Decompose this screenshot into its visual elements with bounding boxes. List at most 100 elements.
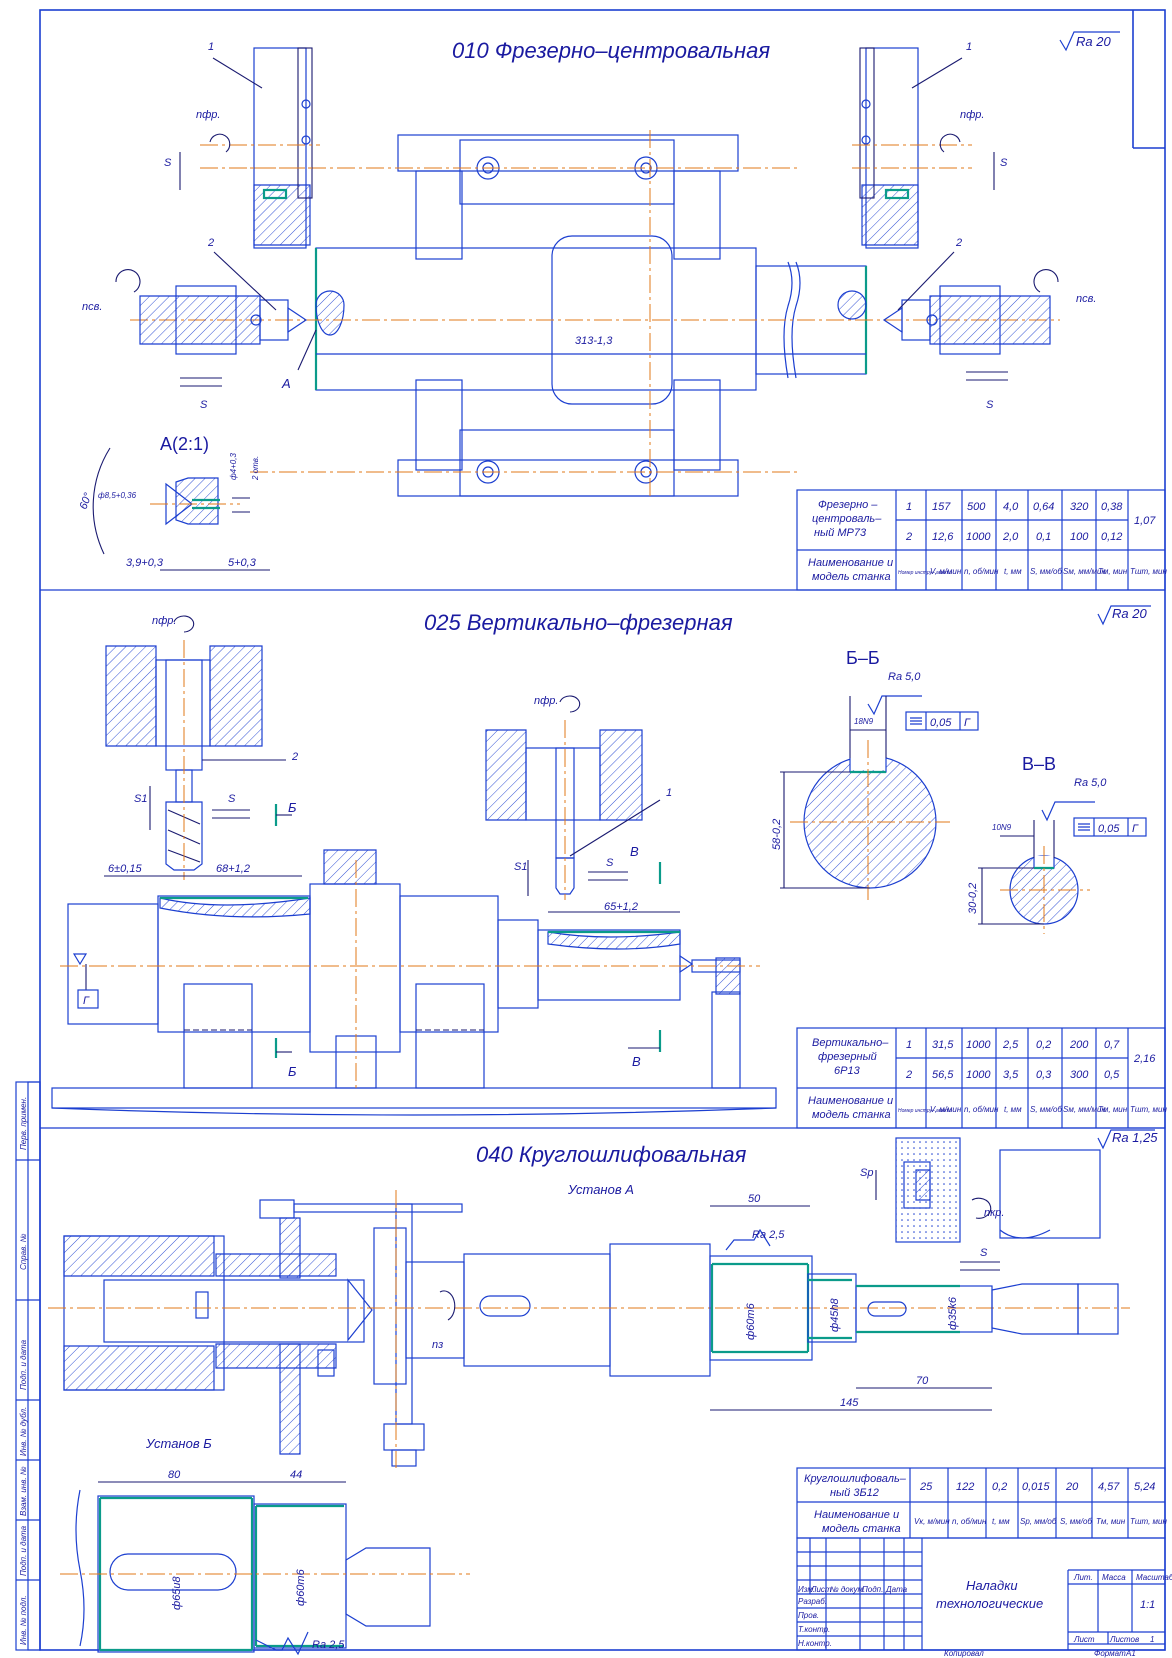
svg-text:500: 500 bbox=[967, 501, 986, 513]
side-label-7: Инв. № подл. bbox=[19, 1595, 28, 1645]
op040-nz: nз bbox=[432, 1339, 443, 1351]
svg-text:12,6: 12,6 bbox=[932, 531, 954, 543]
tb-name-2: технологические bbox=[936, 1596, 1043, 1611]
op010-title: 010 Фрезерно–центровальная bbox=[452, 38, 770, 63]
op010-roughness: Ra 20 bbox=[1076, 34, 1111, 49]
t025-machine-1: Вертикально– bbox=[812, 1037, 889, 1049]
roughness-mark: Ra 20 bbox=[1059, 31, 1120, 52]
op010-nfr-left: nфр. bbox=[196, 109, 220, 121]
t010-header-sm: Sм, мм/мин bbox=[1063, 567, 1106, 576]
op010-s-bottom-left: S bbox=[200, 399, 208, 411]
t025-total: 2,16 bbox=[1133, 1053, 1156, 1065]
t040-header-t: t, мм bbox=[992, 1517, 1010, 1526]
svg-text:0,7: 0,7 bbox=[1104, 1039, 1120, 1051]
op025-datum: Г bbox=[83, 995, 90, 1007]
detail-a-dia-top: ф4+0,3 bbox=[229, 453, 238, 480]
op040-workpiece: ф60m6 ф45h8 ф35k6 50 Ra 2,5 70 145 bbox=[709, 1193, 1119, 1411]
op010-dim-length: 313-1,3 bbox=[575, 335, 613, 347]
t040-header-n: n, об/мин bbox=[952, 1517, 987, 1526]
svg-text:31,5: 31,5 bbox=[932, 1039, 954, 1051]
op010-tool1-right: 1 bbox=[966, 41, 972, 53]
t025-header-tsht: Tшт, мин bbox=[1130, 1105, 1167, 1114]
detail-a-dia-left: ф8,5+0,36 bbox=[98, 491, 137, 500]
setup-a-label: Установ А bbox=[567, 1182, 634, 1197]
t010-machine-3: ный МР73 bbox=[814, 527, 867, 539]
svg-text:100: 100 bbox=[1070, 531, 1089, 543]
view-a-label: A bbox=[281, 376, 291, 391]
t010-row-1: 1 157 500 4,0 0,64 320 0,38 bbox=[906, 501, 1123, 513]
detail-a-holes: 2 отв. bbox=[251, 456, 260, 481]
section-bb-roughness: Ra 5,0 bbox=[888, 671, 921, 683]
roughness-mark-025: Ra 20 bbox=[1097, 605, 1151, 626]
side-label-4: Инв. № дубл. bbox=[19, 1407, 28, 1456]
op025-tool2: 2 bbox=[291, 751, 298, 763]
op025-s1-left: S1 bbox=[134, 793, 147, 805]
setup-b-label: Установ Б bbox=[145, 1436, 212, 1451]
t010-header-name: Наименование и bbox=[808, 557, 893, 569]
op040-roughness-ra25b: Ra 2,5 bbox=[312, 1639, 345, 1651]
tb-sheet: Лист bbox=[1073, 1635, 1095, 1644]
t040-header-tsht: Tшт, мин bbox=[1130, 1517, 1167, 1526]
svg-text:200: 200 bbox=[1069, 1039, 1089, 1051]
svg-text:320: 320 bbox=[1070, 501, 1089, 513]
svg-text:0,38: 0,38 bbox=[1101, 501, 1123, 513]
op025-spindle-left: nфр. 2 S1 S Б bbox=[105, 615, 298, 880]
t025-header-n: n, об/мин bbox=[964, 1105, 999, 1114]
op010-s-left: S bbox=[164, 157, 172, 169]
tb-developed: Разраб. bbox=[798, 1597, 827, 1606]
op010-tool2-left: 2 bbox=[207, 237, 214, 249]
svg-text:20: 20 bbox=[1065, 1481, 1079, 1493]
op010-right-chuck: 2 nсв. S bbox=[882, 237, 1096, 411]
op040-s: S bbox=[980, 1247, 988, 1259]
op040-mode-table: Круглошлифоваль– ный 3Б12 25 122 0,2 0,0… bbox=[796, 1467, 1167, 1539]
t025-row-2: 2 56,5 1000 3,5 0,3 300 0,5 bbox=[905, 1069, 1120, 1081]
t025-machine-3: 6Р13 bbox=[834, 1065, 861, 1077]
sec-v-mark-bottom: В bbox=[632, 1054, 641, 1069]
section-vv-width: 10N9 bbox=[992, 823, 1012, 832]
t025-header-v: V, м/мин bbox=[930, 1105, 962, 1114]
op025-s-left: S bbox=[228, 793, 236, 805]
tb-date: Дата bbox=[885, 1585, 908, 1594]
tb-mass: Масса bbox=[1102, 1573, 1126, 1582]
op010-s-right: S bbox=[1000, 157, 1008, 169]
svg-text:1: 1 bbox=[906, 501, 912, 513]
sec-b-mark-bottom: Б bbox=[288, 1064, 297, 1079]
t010-header-tsht: Tшт, мин bbox=[1130, 567, 1167, 576]
t025-header-tool: Номер инстру– мента bbox=[898, 1108, 952, 1114]
t010-header-tm: Tм, мин bbox=[1098, 567, 1128, 576]
t040-header-sr: Sр, мм/об bbox=[1020, 1517, 1057, 1526]
t010-header-s: S, мм/об bbox=[1030, 567, 1062, 576]
side-label-1: Перв. примен. bbox=[19, 1097, 28, 1150]
svg-text:0,1: 0,1 bbox=[1036, 531, 1051, 543]
section-vv: В–В Ra 5,0 10N9 0,05 Г 30-0,2 bbox=[967, 754, 1147, 934]
t040-header-name: Наименование и bbox=[814, 1509, 899, 1521]
tb-ncontrol: Н.контр. bbox=[798, 1639, 832, 1648]
op040-dia-60: ф60m6 bbox=[745, 1302, 757, 1340]
op010-left-cutter: 1 nфр. S bbox=[164, 41, 320, 249]
tb-scale-value: 1:1 bbox=[1140, 1599, 1155, 1611]
svg-text:4,0: 4,0 bbox=[1003, 501, 1019, 513]
t040-header-tm: Tм, мин bbox=[1096, 1517, 1126, 1526]
section-vv-tolerance: 0,05 bbox=[1098, 823, 1120, 835]
svg-text:5,24: 5,24 bbox=[1134, 1481, 1155, 1493]
side-stamp-column: Перв. примен. Справ. № Подп. и дата Инв.… bbox=[15, 1081, 41, 1651]
op010-tool1-left: 1 bbox=[208, 41, 214, 53]
op010-s-bottom-right: S bbox=[986, 399, 994, 411]
section-bb-width: 18N9 bbox=[854, 717, 874, 726]
svg-text:0,015: 0,015 bbox=[1022, 1481, 1050, 1493]
svg-text:1000: 1000 bbox=[966, 1039, 991, 1051]
svg-text:0,2: 0,2 bbox=[992, 1481, 1007, 1493]
t010-row-2: 2 12,6 1000 2,0 0,1 100 0,12 bbox=[905, 531, 1122, 543]
t025-header-sm: Sм, мм/мин bbox=[1063, 1105, 1106, 1114]
t025-row-1: 1 31,5 1000 2,5 0,2 200 0,7 bbox=[906, 1039, 1120, 1051]
op040-dim-44: 44 bbox=[290, 1469, 302, 1481]
op010-nsv-left: nсв. bbox=[82, 301, 102, 313]
svg-text:2: 2 bbox=[905, 1069, 912, 1081]
op025-roughness: Ra 20 bbox=[1112, 606, 1147, 621]
t025-header-name: Наименование и bbox=[808, 1095, 893, 1107]
tb-izm: Изм. bbox=[798, 1585, 815, 1594]
title-block: Изм. Лист № докум. Подп. Дата Разраб. Пр… bbox=[796, 1537, 1172, 1658]
svg-text:0,5: 0,5 bbox=[1104, 1069, 1120, 1081]
svg-text:2: 2 bbox=[905, 531, 912, 543]
op040-dia-45: ф45h8 bbox=[829, 1297, 841, 1332]
